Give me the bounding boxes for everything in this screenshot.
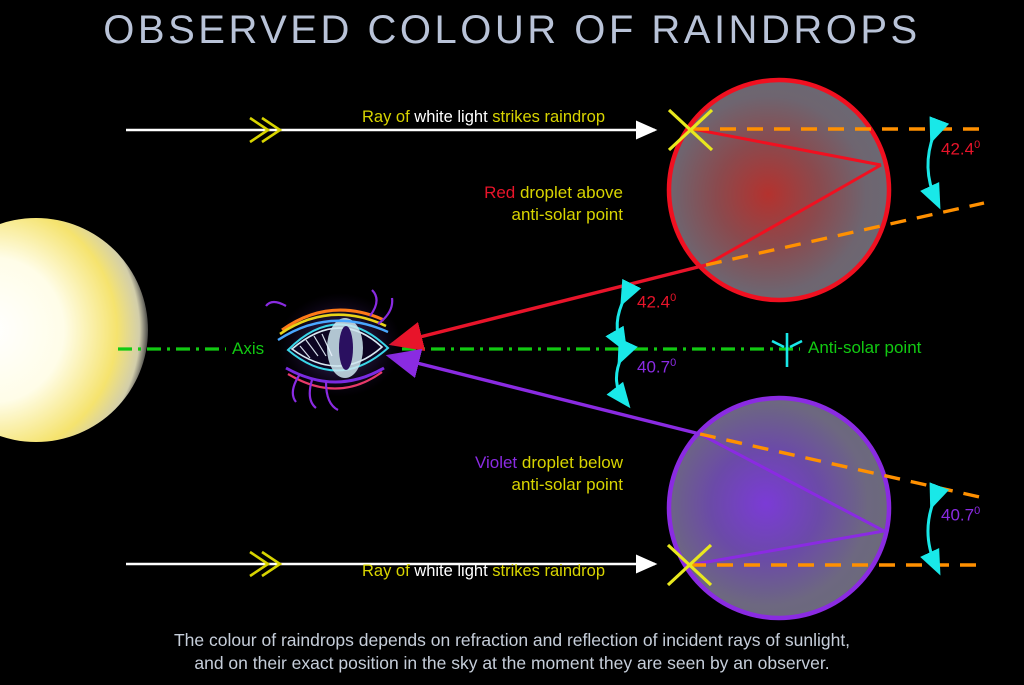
ray-bottom-part2: white light bbox=[414, 562, 488, 580]
angle-label-red-right: 42.40 bbox=[941, 139, 980, 160]
red-droplet-colour-word: Red bbox=[484, 183, 516, 202]
ray-top-part2: white light bbox=[414, 108, 488, 126]
axis-label: Axis bbox=[232, 339, 265, 358]
sun-graphic bbox=[0, 218, 148, 442]
red-droplet-line1-rest: droplet above bbox=[515, 183, 623, 202]
angle-label-violet-right: 40.70 bbox=[941, 505, 980, 526]
incident-ray-bottom-label: Ray of white light strikes raindrop bbox=[362, 562, 605, 581]
angle-label-red-centre: 42.40 bbox=[637, 292, 676, 313]
degree-symbol: 0 bbox=[974, 139, 981, 151]
ray-bottom-part3: strikes raindrop bbox=[487, 562, 606, 580]
page-title: OBSERVED COLOUR OF RAINDROPS bbox=[103, 8, 921, 52]
angle-arc-red-right bbox=[920, 116, 950, 210]
angle-arc-violet-right bbox=[920, 482, 950, 576]
ray-bottom-part1: Ray of bbox=[362, 562, 415, 580]
angle-arc-red-centre bbox=[605, 278, 642, 354]
angle-value-red-right: 42.4 bbox=[941, 139, 975, 159]
violet-droplet-line2: anti-solar point bbox=[511, 475, 623, 494]
red-raindrop bbox=[388, 77, 985, 352]
degree-symbol: 0 bbox=[974, 505, 981, 517]
angle-value-violet-right: 40.7 bbox=[941, 505, 975, 525]
angle-arc-violet-centre bbox=[606, 337, 638, 409]
angle-value-violet-centre: 40.7 bbox=[637, 357, 671, 377]
entry-point-marker-violet bbox=[666, 543, 713, 587]
degree-symbol: 0 bbox=[670, 292, 677, 304]
angle-value-red-centre: 42.4 bbox=[637, 292, 671, 312]
red-droplet-line2: anti-solar point bbox=[511, 205, 623, 224]
caption-line-1: The colour of raindrops depends on refra… bbox=[173, 630, 851, 650]
violet-droplet-colour-word: Violet bbox=[474, 453, 518, 472]
violet-droplet-line1-rest: droplet below bbox=[517, 453, 623, 472]
ray-top-part1: Ray of bbox=[362, 108, 415, 126]
red-droplet-label: Red droplet above anti-solar point bbox=[380, 182, 623, 226]
anti-solar-point-label: Anti-solar point bbox=[808, 338, 922, 357]
violet-droplet-label: Violet droplet below anti-solar point bbox=[380, 452, 623, 496]
angle-label-violet-centre: 40.70 bbox=[637, 357, 676, 378]
ray-top-part3: strikes raindrop bbox=[487, 108, 606, 126]
anti-solar-point-icon bbox=[771, 333, 803, 367]
violet-raindrop bbox=[385, 348, 985, 621]
incident-ray-top bbox=[126, 116, 658, 144]
entry-point-marker-red bbox=[667, 108, 714, 152]
incident-ray-top-label: Ray of white light strikes raindrop bbox=[362, 108, 605, 127]
caption-line-2: and on their exact position in the sky a… bbox=[194, 653, 830, 673]
degree-symbol: 0 bbox=[670, 357, 677, 369]
incident-ray-bottom bbox=[126, 550, 658, 578]
observer-eye bbox=[265, 289, 402, 411]
